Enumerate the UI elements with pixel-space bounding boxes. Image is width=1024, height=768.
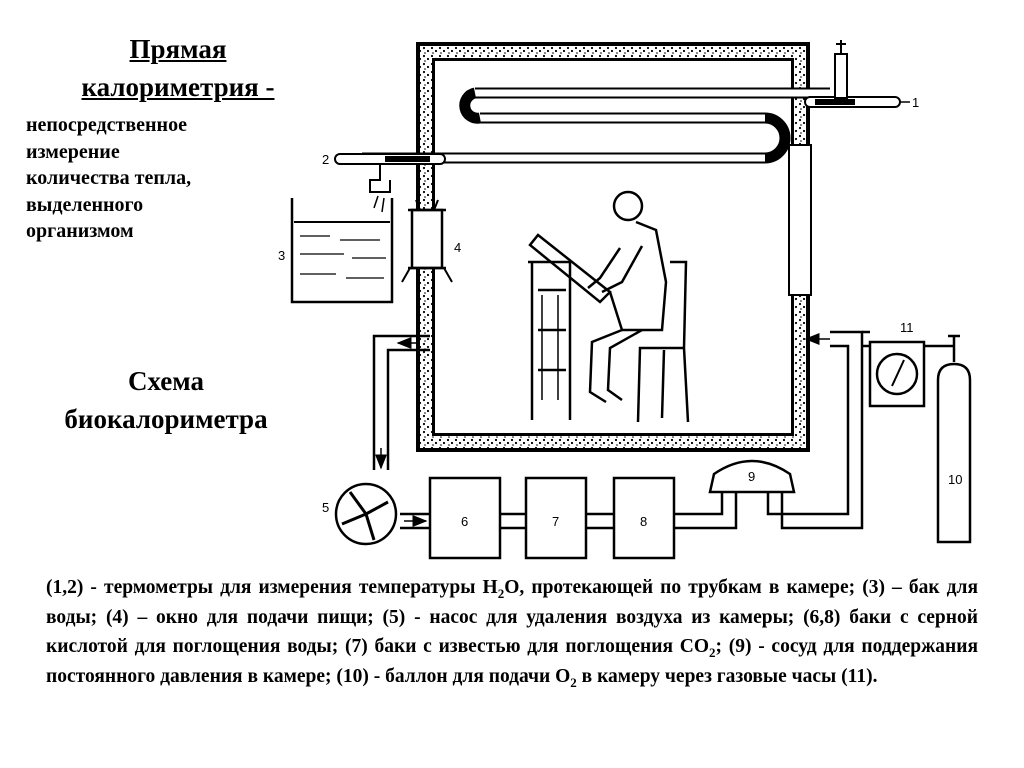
page-title: Прямая калориметрия - <box>48 30 308 106</box>
subtitle-line-2: биокалориметра <box>64 404 268 434</box>
label-thermometer-1: 1 <box>912 95 919 110</box>
acid-tank-6 <box>428 476 502 560</box>
thermometer-1 <box>804 40 910 108</box>
oxygen-cylinder <box>936 362 972 544</box>
air-pipes <box>372 330 870 530</box>
label-pump: 5 <box>322 500 329 515</box>
definition-line: организмом <box>26 220 134 242</box>
pump <box>334 482 398 546</box>
subtitle-line-1: Схема <box>127 366 205 396</box>
label-water-tank: 3 <box>278 248 285 263</box>
label-pressure-vessel: 9 <box>748 469 755 484</box>
chamber <box>416 42 812 452</box>
definition-line: измерение <box>26 140 120 163</box>
legend-text: в камеру через газовые часы (11). <box>576 665 878 687</box>
label-acid-tank-6: 6 <box>461 514 468 529</box>
definition-line: количества тепла, <box>26 167 192 189</box>
diagram-title: Схема биокалориметра <box>30 362 302 438</box>
title-line-2: калориметрия - <box>81 72 275 102</box>
definition-line: выделенного <box>26 193 144 216</box>
acid-tank-8 <box>612 476 676 560</box>
gas-meter <box>868 334 960 408</box>
definition-text: непосредственное измерение количества те… <box>26 112 296 245</box>
thermometer-2 <box>334 153 446 213</box>
biocalorimeter-diagram: 1 2 3 4 5 6 7 8 9 10 11 <box>278 40 972 560</box>
subscript: 2 <box>497 585 505 601</box>
label-gas-meter: 11 <box>900 320 914 335</box>
lime-tank-7 <box>524 476 588 560</box>
water-tank <box>290 198 394 304</box>
label-food-window: 4 <box>454 240 461 255</box>
label-lime-tank-7: 7 <box>552 514 559 529</box>
label-oxygen-cylinder: 10 <box>948 472 962 487</box>
pressure-vessel <box>708 459 796 494</box>
diagram-legend: (1,2) - термометры для измерения темпера… <box>46 573 978 691</box>
label-thermometer-2: 2 <box>322 152 329 167</box>
legend-text: (1,2) - термометры для измерения темпера… <box>46 577 498 598</box>
food-window <box>401 199 453 283</box>
person-at-desk <box>528 190 690 423</box>
legend-text: ; (9) - сосуд для поддержания постоянног… <box>46 636 978 687</box>
definition-line: непосредственное <box>26 114 187 136</box>
legend-text: О, протекающей по трубкам в камере; (3) … <box>46 577 978 657</box>
label-acid-tank-8: 8 <box>640 514 647 529</box>
subscript: 2 <box>570 674 577 690</box>
title-line-1: Прямая <box>129 34 227 64</box>
subscript: 2 <box>709 644 716 660</box>
